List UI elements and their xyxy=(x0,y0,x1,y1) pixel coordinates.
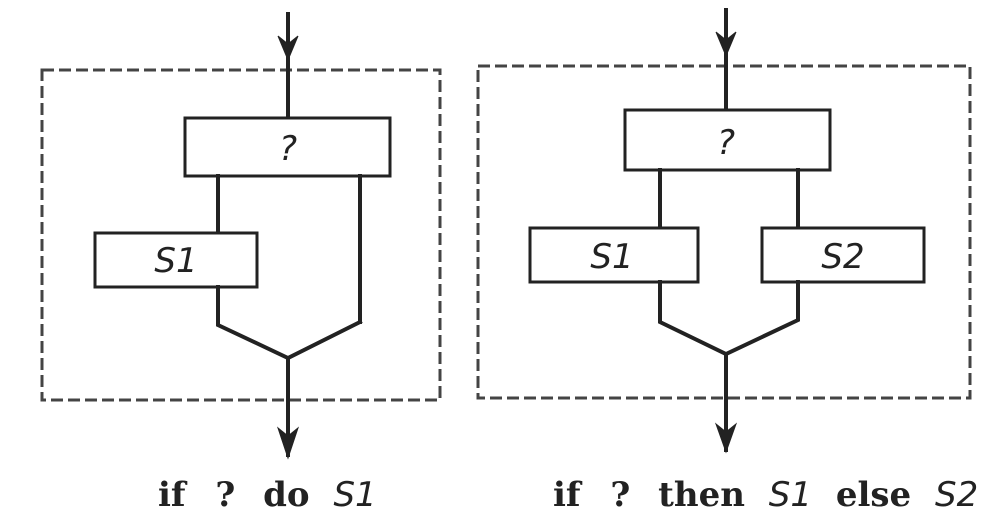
left-dashed-boundary xyxy=(40,68,442,402)
right-caption-else: else xyxy=(836,475,911,515)
left-exit-arrowhead xyxy=(276,426,300,460)
right-caption-condition: ? xyxy=(610,475,630,515)
right-s1-label: S1 xyxy=(590,237,633,277)
right-diagram: ? S1 S2 if ? then S1 else S2 xyxy=(476,8,978,515)
right-s2-box xyxy=(760,226,926,284)
left-condition-box xyxy=(183,116,392,178)
right-s1-box xyxy=(528,226,700,284)
right-caption-if: if xyxy=(553,475,583,515)
right-caption-statement2: S2 xyxy=(935,475,978,515)
left-entry-arrowhead xyxy=(277,35,299,62)
left-caption-statement: S1 xyxy=(333,475,376,515)
left-caption-condition: ? xyxy=(215,475,235,515)
right-entry-arrowhead xyxy=(715,31,737,58)
left-condition-label: ? xyxy=(279,129,297,169)
left-diagram: ? S1 if ? do S1 xyxy=(40,12,442,515)
left-s1-label: S1 xyxy=(154,241,197,281)
right-caption-statement1: S1 xyxy=(769,475,812,515)
left-caption-do: do xyxy=(263,475,309,515)
left-s1-box xyxy=(93,231,259,289)
right-exit-arrowhead xyxy=(714,422,738,454)
right-condition-box xyxy=(623,108,832,172)
left-caption: if ? do S1 xyxy=(158,475,377,515)
right-caption-then: then xyxy=(658,475,745,515)
right-caption: if ? then S1 else S2 xyxy=(553,475,978,515)
right-condition-label: ? xyxy=(717,123,735,163)
right-s2-label: S2 xyxy=(821,237,864,277)
right-merge-lines xyxy=(658,280,800,357)
left-merge-lines xyxy=(216,285,363,361)
left-caption-if: if xyxy=(158,475,188,515)
